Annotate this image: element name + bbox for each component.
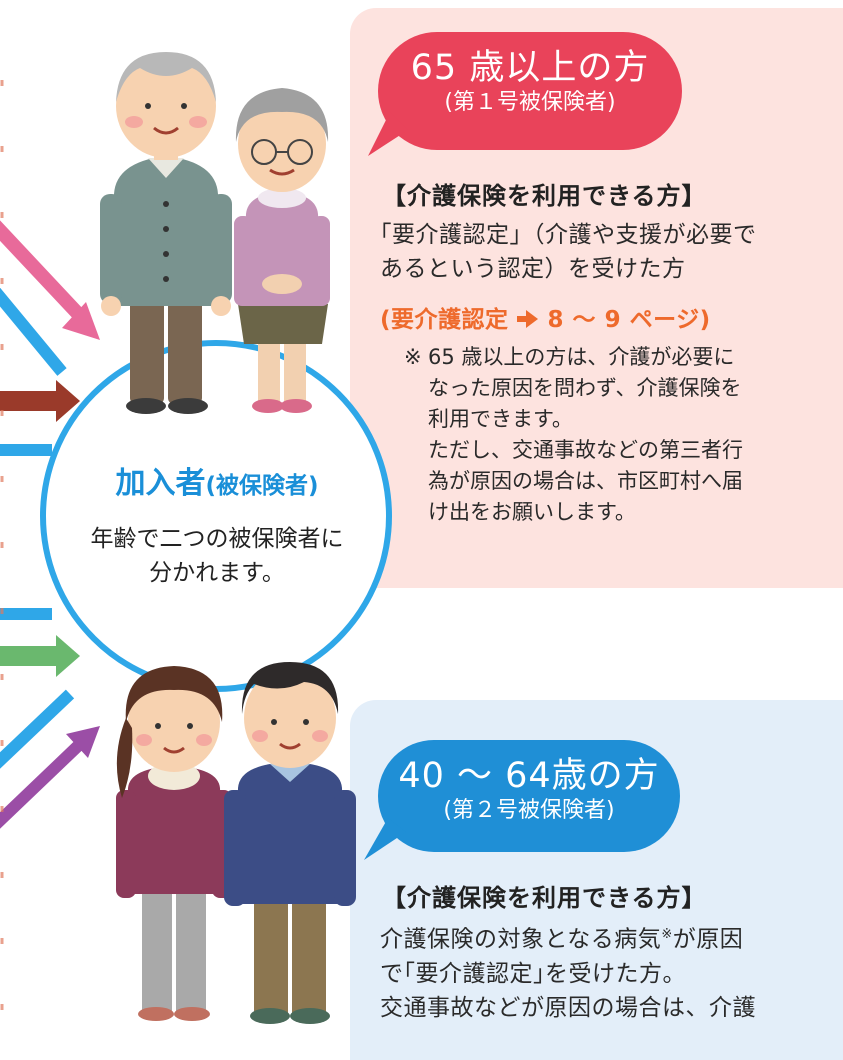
arrow-pink-upper	[0, 220, 100, 340]
younger-age-label: 40 ～ 64歳の方	[398, 756, 660, 796]
member-title: 加入者(被保険者)	[44, 458, 390, 502]
elderly-age-bubble: 65 歳以上の方 (第１号被保険者)	[378, 32, 682, 150]
elderly-body-line1: ｢要介護認定｣（介護や支援が必要で	[380, 222, 757, 248]
elderly-note-line3: 利用できます。	[428, 407, 573, 431]
elderly-body: ｢要介護認定｣（介護や支援が必要で あるという認定）を受けた方	[380, 218, 840, 286]
member-title-main: 加入者	[115, 466, 206, 501]
elderly-note-line4: ただし、交通事故などの第三者行	[428, 438, 743, 462]
elderly-body-line2: あるという認定）を受けた方	[380, 256, 686, 282]
arrow-blue-stub-2	[0, 608, 52, 620]
younger-body: 介護保険の対象となる病気※が原因 で｢要介護認定｣を受けた方。 交通事故などが原…	[380, 918, 840, 1025]
member-description: 年齢で二つの被保険者に 分かれます。	[44, 522, 390, 590]
younger-body-line1b: が原因	[672, 926, 744, 953]
younger-couple-illustration	[116, 662, 356, 1024]
member-desc-line1: 年齢で二つの被保険者に	[90, 526, 344, 552]
elderly-age-label: 65 歳以上の方	[410, 48, 650, 88]
younger-body-line3: 交通事故などが原因の場合は、介護	[380, 994, 756, 1021]
elderly-ref-link[interactable]: (要介護認定 8 ～ 9 ページ)	[380, 300, 711, 334]
bubble-tail-pink	[368, 112, 408, 156]
arrow-brown	[0, 380, 80, 422]
elderly-note-line2: なった原因を問わず、介護保険を	[428, 376, 742, 400]
arrow-blue-lower	[0, 689, 75, 769]
elderly-ref-pages: 8 ～ 9 ページ)	[547, 307, 711, 333]
right-arrow-icon	[517, 308, 539, 334]
arrows-illustration	[0, 80, 100, 1042]
elderly-couple-illustration	[100, 52, 330, 414]
younger-body-line1a: 介護保険の対象となる病気	[380, 926, 662, 953]
younger-age-bubble: 40 ～ 64歳の方 (第２号被保険者)	[378, 740, 680, 852]
woman-figure	[116, 666, 232, 1021]
arrow-blue-upper	[0, 287, 67, 376]
arrow-blue-stub-1	[0, 444, 52, 456]
younger-heading: 【介護保険を利用できる方】	[382, 884, 707, 912]
younger-body-line1: 介護保険の対象となる病気※が原因	[380, 918, 840, 957]
elderly-note-line5: 為が原因の場合は、市区町村へ届	[428, 469, 743, 493]
elderly-note-mark: ※	[404, 345, 422, 369]
elderly-note: 65 歳以上の方は、介護が必要に なった原因を問わず、介護保険を 利用できます。…	[428, 342, 838, 528]
younger-body-line2: で｢要介護認定｣を受けた方。	[380, 960, 686, 987]
arrow-purple	[0, 726, 100, 829]
younger-category-label: (第２号被保険者)	[443, 798, 615, 823]
bubble-tail-blue	[364, 818, 406, 860]
elderly-heading: 【介護保険を利用できる方】	[382, 182, 707, 210]
elderly-note-line6: け出をお願いします。	[428, 500, 636, 524]
arrow-green	[0, 635, 80, 677]
grandma-figure	[234, 88, 330, 413]
elderly-ref-prefix: (要介護認定	[380, 307, 509, 333]
man-figure	[224, 662, 356, 1024]
grandpa-figure	[100, 52, 232, 414]
younger-body-sup: ※	[661, 927, 673, 942]
elderly-category-label: (第１号被保険者)	[444, 90, 616, 115]
elderly-note-line1: 65 歳以上の方は、介護が必要に	[428, 345, 735, 369]
member-desc-line2: 分かれます。	[149, 560, 285, 586]
member-title-sub: (被保険者)	[205, 473, 319, 499]
